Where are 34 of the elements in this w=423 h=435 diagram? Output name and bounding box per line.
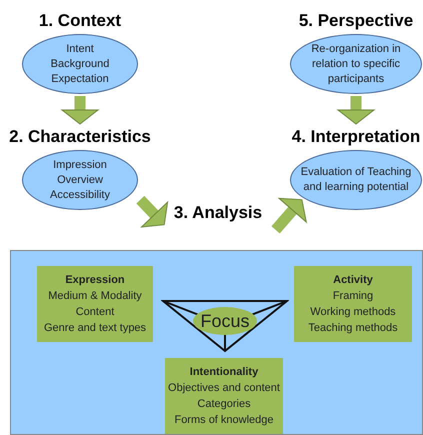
box-item: Teaching methods	[308, 321, 398, 336]
box-item: Framing	[332, 289, 374, 304]
focus-ellipse: Focus	[193, 307, 257, 335]
box-item: Forms of knowledge	[174, 413, 274, 428]
stage-heading: 2. Characteristics	[9, 126, 151, 148]
stage-heading: 3. Analysis	[170, 200, 266, 226]
block-arrow	[62, 96, 98, 124]
box-heading: Intentionality	[190, 365, 258, 380]
box-item: Categories	[197, 397, 251, 412]
ellipse-text: Evaluation of Teaching and learning potential	[300, 165, 412, 195]
ellipse-text: Intent	[66, 42, 94, 56]
stage-heading: 4. Interpretation	[292, 126, 420, 148]
block-arrow	[136, 196, 168, 228]
ellipse-text: Overview	[57, 172, 103, 188]
ellipse-text: Impression	[53, 158, 107, 172]
stage-heading: 5. Perspective	[298, 10, 414, 32]
box-item: Content	[76, 305, 114, 320]
category-box	[165, 358, 283, 434]
box-item: Objectives and content	[168, 381, 280, 396]
analysis-panel	[10, 250, 423, 435]
category-box	[294, 266, 412, 342]
box-item: Medium & Modality	[48, 289, 142, 304]
ellipse-text: Background	[50, 56, 110, 72]
box-item: Working methods	[310, 305, 396, 320]
ellipse-text: Accessibility	[50, 188, 110, 202]
box-heading: Activity	[333, 273, 373, 288]
block-arrow	[338, 96, 374, 124]
block-arrow	[271, 198, 307, 234]
stage-heading: 1. Context	[38, 10, 122, 32]
ellipse-text: Expectation	[51, 72, 109, 86]
box-heading: Expression	[65, 273, 125, 288]
ellipse-text: Re-organization in relation to specific participants	[310, 42, 402, 86]
category-box	[37, 266, 153, 342]
box-item: Genre and text types	[44, 321, 146, 336]
